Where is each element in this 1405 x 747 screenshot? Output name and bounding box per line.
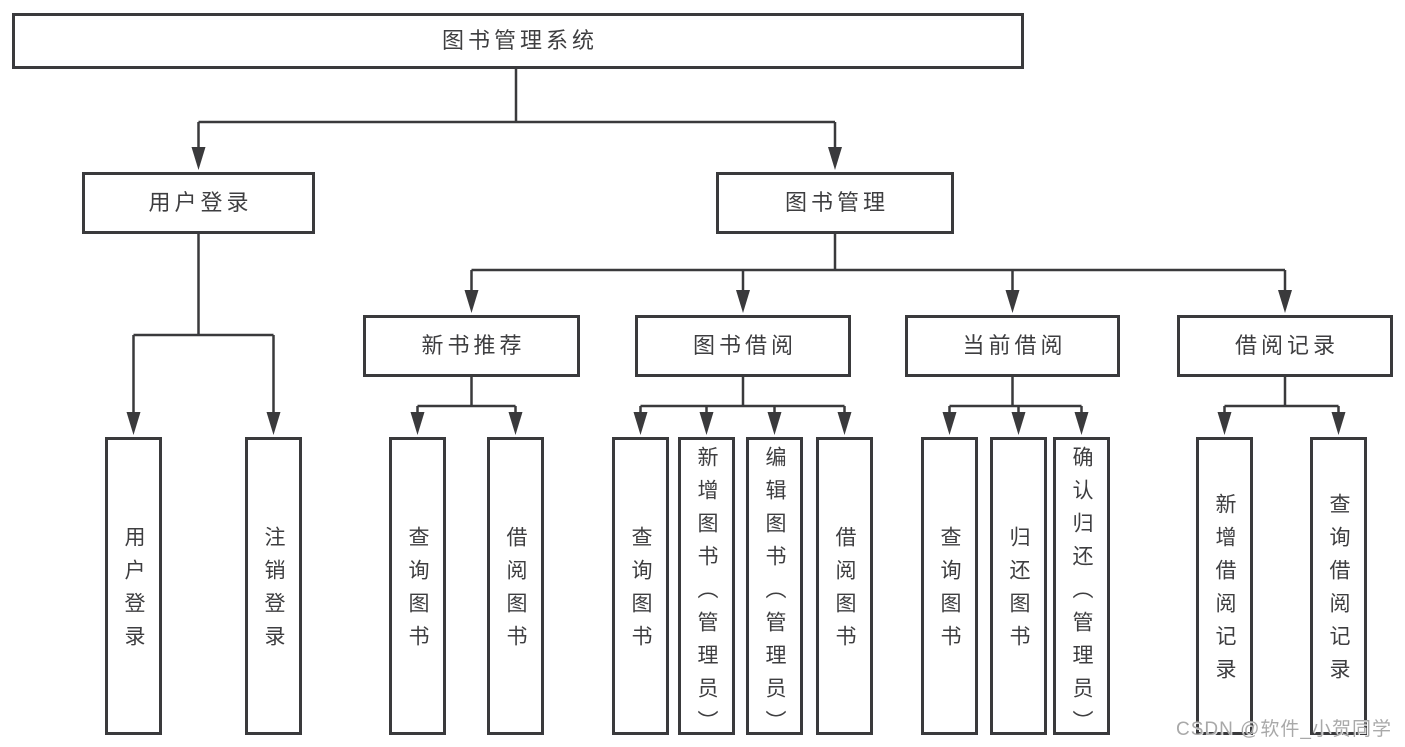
arrow-head: [126, 412, 141, 435]
arrow-head: [410, 412, 425, 435]
arrow-head: [837, 412, 852, 435]
node-new-book-recommend: 新书推荐: [363, 315, 580, 377]
node-root: 图书管理系统: [12, 13, 1024, 69]
leaf-query-borrow-record: 查询借阅记录: [1310, 437, 1367, 735]
arrow-head: [1217, 412, 1232, 435]
leaf-query-book-current-label: 查询图书: [938, 526, 961, 658]
arrow-head: [942, 412, 957, 435]
leaf-logout: 注销登录: [245, 437, 302, 735]
leaf-logout-label: 注销登录: [262, 526, 285, 658]
node-current-borrow-label: 当前借阅: [962, 333, 1067, 358]
node-root-label: 图书管理系统: [441, 28, 598, 53]
node-book-borrow-label: 图书借阅: [692, 333, 797, 358]
leaf-return-book: 归还图书: [990, 437, 1047, 735]
leaf-return-book-label: 归还图书: [1007, 526, 1030, 658]
arrow-head: [464, 290, 479, 313]
arrow-head: [191, 147, 206, 170]
node-borrow-records-label: 借阅记录: [1234, 333, 1339, 358]
node-user-login: 用户登录: [82, 172, 315, 234]
arrow-head: [633, 412, 648, 435]
arrow-head: [508, 412, 523, 435]
leaf-add-book-admin-label: 新增图书（管理员）: [695, 446, 718, 743]
node-current-borrow: 当前借阅: [905, 315, 1120, 377]
arrow-head: [1011, 412, 1026, 435]
node-book-management: 图书管理: [716, 172, 954, 234]
leaf-borrow-book-newbook: 借阅图书: [487, 437, 544, 735]
leaf-add-borrow-record: 新增借阅记录: [1196, 437, 1253, 735]
leaf-user-login: 用户登录: [105, 437, 162, 735]
leaf-query-borrow-record-label: 查询借阅记录: [1327, 493, 1350, 691]
leaf-query-book-newbook-label: 查询图书: [406, 526, 429, 658]
leaf-user-login-label: 用户登录: [122, 526, 145, 658]
leaf-query-book-borrow: 查询图书: [612, 437, 669, 735]
leaf-edit-book-admin: 编辑图书（管理员）: [746, 437, 803, 743]
node-user-login-label: 用户登录: [148, 190, 253, 215]
leaf-query-book-borrow-label: 查询图书: [629, 526, 652, 658]
leaf-edit-book-admin-label: 编辑图书（管理员）: [763, 446, 786, 743]
arrow-head: [1278, 290, 1292, 313]
arrow-head: [828, 147, 842, 170]
leaf-add-borrow-record-label: 新增借阅记录: [1213, 493, 1236, 691]
node-borrow-records: 借阅记录: [1177, 315, 1393, 377]
leaf-query-book-newbook: 查询图书: [389, 437, 446, 735]
leaf-borrow-book-newbook-label: 借阅图书: [504, 526, 527, 658]
leaf-add-book-admin: 新增图书（管理员）: [678, 437, 735, 743]
arrow-head: [1005, 290, 1020, 313]
leaf-borrow-book-borrow: 借阅图书: [816, 437, 873, 735]
leaf-query-book-current: 查询图书: [921, 437, 978, 735]
node-book-borrow: 图书借阅: [635, 315, 851, 377]
leaf-confirm-return-admin-label: 确认归还（管理员）: [1070, 446, 1093, 743]
arrow-head: [1074, 412, 1089, 435]
node-book-management-label: 图书管理: [784, 190, 889, 215]
arrow-head: [1331, 412, 1346, 435]
arrow-head: [699, 412, 714, 435]
arrow-head: [266, 412, 281, 435]
node-new-book-recommend-label: 新书推荐: [421, 333, 526, 358]
arrow-head: [736, 290, 750, 313]
leaf-borrow-book-borrow-label: 借阅图书: [833, 526, 856, 658]
leaf-confirm-return-admin: 确认归还（管理员）: [1053, 437, 1110, 743]
arrow-head: [767, 412, 782, 435]
csdn-watermark: CSDN @软件_小贺同学: [1176, 719, 1392, 740]
